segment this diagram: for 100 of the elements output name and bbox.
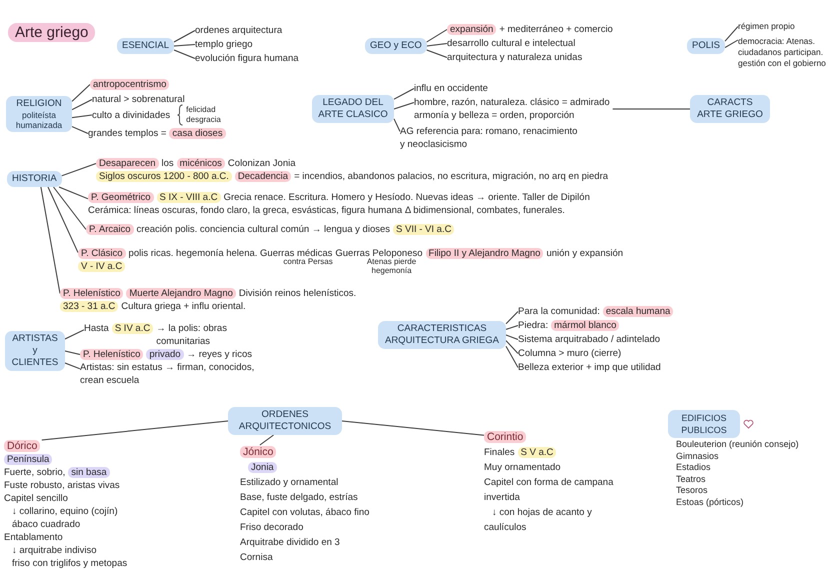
highlighted-term: Muerte Alejandro Magno <box>126 288 236 299</box>
highlighted-term: Filipo II y Alejandro Magno <box>426 248 544 259</box>
branch-line <box>174 44 196 46</box>
highlighted-term: P. Geométrico <box>88 192 154 203</box>
branch-line <box>724 40 738 48</box>
branch-text: Colonizan Jonia <box>228 158 296 169</box>
list-item: ↓ arquitrabe indiviso <box>12 545 96 556</box>
branch-line <box>72 84 90 102</box>
branch-text: arquitectura y naturaleza unidas <box>447 51 582 64</box>
list-item: Estadios <box>676 462 711 472</box>
list-item: Finales <box>484 447 515 458</box>
branch-line <box>342 420 484 436</box>
highlighted-term: Desaparecen <box>96 158 159 169</box>
branch-line <box>72 126 88 134</box>
list-item: Teatros <box>676 474 706 484</box>
branch-text: régimen propio <box>738 20 795 33</box>
list-item: Gimnasios <box>676 450 719 460</box>
branch-text: Artistas: sin estatus → firman, conocidos, crean escuela <box>80 361 270 387</box>
highlighted-term: mármol blanco <box>551 320 620 331</box>
branch-text: Sistema arquitrabado / adintelado <box>518 333 660 346</box>
list-item: Muy ornamentado <box>484 462 561 473</box>
branch-text: Piedra: <box>518 320 548 331</box>
annotation-text: contra Persas <box>283 257 333 266</box>
branch-line <box>48 186 78 254</box>
topic-heading: HISTORIA <box>7 171 62 187</box>
list-item: Estoas (pórticos) <box>676 496 744 506</box>
branch-line <box>174 50 196 59</box>
branch-text: grandes templos = <box>88 128 166 139</box>
list-heading: Dórico <box>4 440 40 452</box>
branch-text: felicidad <box>186 105 217 115</box>
branch-text: democracia: Atenas. ciudadanos participan. gestión con el gobierno <box>738 36 828 69</box>
branch-line <box>724 26 738 42</box>
branch-text: polis ricas. hegemonía helena. Guerras médicas <box>128 248 332 259</box>
branch-text: desarrollo cultural e intelectual <box>447 37 576 50</box>
branch-text: hombre, razón, naturaleza. clásico = admirado <box>414 97 610 108</box>
list-item: Entablamento <box>4 532 63 543</box>
list-item: ↓ collarino, equino (cojín) <box>12 506 118 517</box>
branch-line <box>506 340 518 354</box>
branch-text: = incendios, abandonos palacios, no escritura, migración, no arq en piedra <box>294 171 608 182</box>
highlighted-term: micénicos <box>176 158 225 169</box>
branch-text: Hasta <box>84 323 109 334</box>
list-item: Capitel sencillo <box>4 493 68 504</box>
list-item: friso con triglifos y metopas <box>12 558 128 569</box>
list-item: Estilizado y ornamental <box>240 477 338 488</box>
branch-line <box>426 29 448 42</box>
branch-line <box>259 434 274 446</box>
list-item: Friso decorado <box>240 522 304 533</box>
highlighted-term: 323 - 31 a.C <box>60 301 118 312</box>
branch-line <box>506 325 518 330</box>
branch-text: armonía y belleza = orden, proporción <box>414 110 574 121</box>
list-item: Bouleuterion (reunión consejo) <box>676 439 799 449</box>
branch-line <box>426 43 448 46</box>
highlighted-term: V - IV a.C <box>78 261 126 272</box>
list-item: Capitel con forma de campana invertida <box>484 477 614 503</box>
branch-text: natural > sobrenatural <box>92 93 185 106</box>
branch-text: Para la comunidad: <box>518 306 600 317</box>
list-item: Fuerte, sobrio, <box>4 467 66 478</box>
branch-line <box>64 329 84 340</box>
branch-line <box>394 88 414 100</box>
list-heading: EDIFICIOS PUBLICOS <box>668 410 740 438</box>
branch-text: templo griego <box>195 38 253 51</box>
topic-heading: ARTISTAS y CLIENTES <box>5 331 65 371</box>
branch-text: influ en occidente <box>414 82 488 95</box>
highlighted-term: S IV a.C <box>112 323 154 334</box>
list-item: Base, fuste delgado, estrías <box>240 492 358 503</box>
topic-panel <box>6 96 72 132</box>
topic-heading: RELIGION <box>15 98 63 110</box>
branch-line <box>72 99 92 110</box>
annotation-text: Atenas pierde hegemonía <box>366 257 416 275</box>
branch-line <box>394 102 414 110</box>
list-item: ↓ con hojas de acanto y caulículos <box>484 507 592 533</box>
highlighted-term: P. Helenístico <box>80 349 144 360</box>
list-item: Cornisa <box>240 552 273 563</box>
branch-text: ordenes arquitectura <box>195 24 282 37</box>
highlighted-term: S V a.C <box>518 447 556 458</box>
branch-line <box>58 186 88 200</box>
branch-text: Cultura griega + influ oriental. <box>121 301 246 312</box>
branch-line <box>53 186 86 230</box>
branch-text: Cerámica: líneas oscuras, fondo claro, la greca, esvásticas, figura humana Δ bidimensional, combates, funerales. <box>88 205 565 216</box>
highlighted-term: casa dioses <box>169 128 226 139</box>
branch-text: AG referencia para: romano, renacimiento y neoclasicismo <box>400 125 580 151</box>
topic-heading: CARACTS ARTE GRIEGO <box>690 95 770 123</box>
highlighted-term: S IX - VIII a.C <box>156 192 221 203</box>
branch-text: culto a divinidades <box>92 110 170 121</box>
branch-text: evolución figura humana <box>195 52 299 65</box>
topic-heading: ORDENES ARQUITECTONICOS <box>228 407 342 435</box>
branch-text: + mediterráneo + comercio <box>499 24 613 35</box>
branch-text: desgracia <box>186 115 221 125</box>
highlighted-term: escala humana <box>602 306 674 317</box>
highlighted-term: privado <box>146 349 184 360</box>
branch-text: División reinos helenísticos. <box>238 288 356 299</box>
branch-line <box>506 346 518 368</box>
highlighted-term: P. Arcaico <box>86 224 134 235</box>
topic-heading: CARACTERISTICAS ARQUITECTURA GRIEGA <box>378 321 506 349</box>
list-item: Península <box>4 454 52 465</box>
branch-text: Guerras Peloponeso <box>335 248 423 259</box>
highlighted-term: S VII - VI a.C <box>393 224 454 235</box>
list-heading: Jónico <box>240 446 276 458</box>
list-item: Arquitrabe dividido en 3 <box>240 537 340 548</box>
branch-text: Columna > muro (cierre) <box>518 347 622 360</box>
